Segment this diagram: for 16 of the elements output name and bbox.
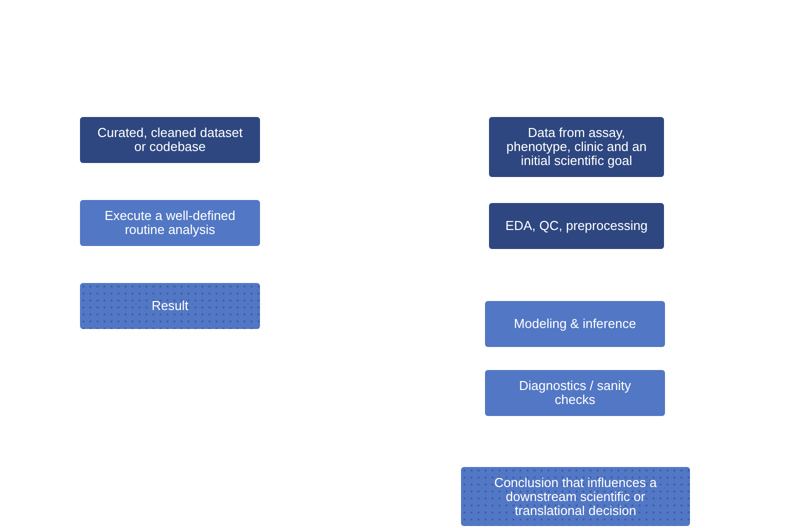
box-label: Curated, cleaned dataset or codebase [96, 126, 244, 154]
outcome-box [80, 283, 260, 329]
box-label: EDA, QC, preprocessing [505, 219, 648, 233]
process-box [485, 370, 665, 416]
outcome-box [461, 467, 690, 526]
box-label: Diagnostics / sanity checks [518, 379, 632, 407]
process-box [80, 200, 260, 246]
box-label: Modeling & inference [514, 317, 636, 331]
box-label: Result [152, 299, 188, 313]
process-box [489, 203, 664, 249]
process-box [485, 301, 665, 347]
box-label: Execute a well-defined routine analysis [104, 209, 236, 237]
process-box [80, 117, 260, 163]
box-label: Data from assay, phenotype, clinic and an initial scientific goal [505, 126, 648, 168]
process-box [489, 117, 664, 177]
box-label: Conclusion that influences a downstream scientific or translational decision [493, 476, 658, 518]
